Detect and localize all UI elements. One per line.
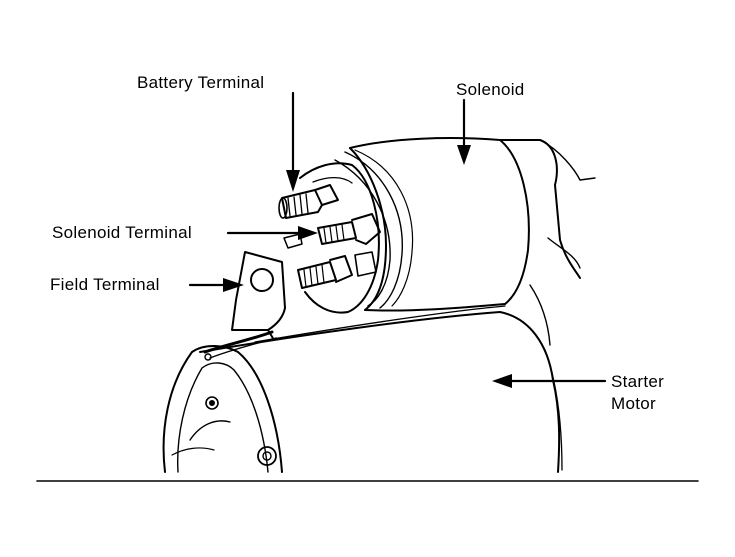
solenoid-terminal-bolt	[283, 213, 381, 249]
leader-arrows	[188, 91, 607, 383]
solenoid-terminal-arrowhead	[298, 226, 318, 240]
battery-terminal-label: Battery Terminal	[137, 73, 265, 92]
solenoid-label: Solenoid	[456, 80, 525, 99]
solenoid-arrowhead	[457, 145, 471, 165]
solenoid-body	[334, 137, 596, 346]
field-terminal-label: Field Terminal	[50, 275, 160, 294]
starter-motor-label-line1: Starter	[611, 372, 665, 391]
end-housing	[162, 345, 283, 473]
starter-motor-label-line2: Motor	[611, 393, 656, 413]
field-terminal-stud	[297, 251, 377, 289]
starter-motor-body	[199, 305, 563, 473]
battery-terminal-stud	[278, 184, 339, 219]
solenoid-terminal-label: Solenoid Terminal	[52, 223, 192, 242]
field-strap	[203, 330, 277, 359]
field-terminal-plate	[231, 251, 286, 341]
starter-motor-arrowhead	[492, 374, 512, 388]
solenoid-cap	[299, 162, 380, 314]
field-terminal-arrowhead	[223, 278, 244, 292]
starter-motor-label: Starter Motor	[611, 371, 664, 415]
battery-terminal-arrowhead	[286, 170, 300, 192]
